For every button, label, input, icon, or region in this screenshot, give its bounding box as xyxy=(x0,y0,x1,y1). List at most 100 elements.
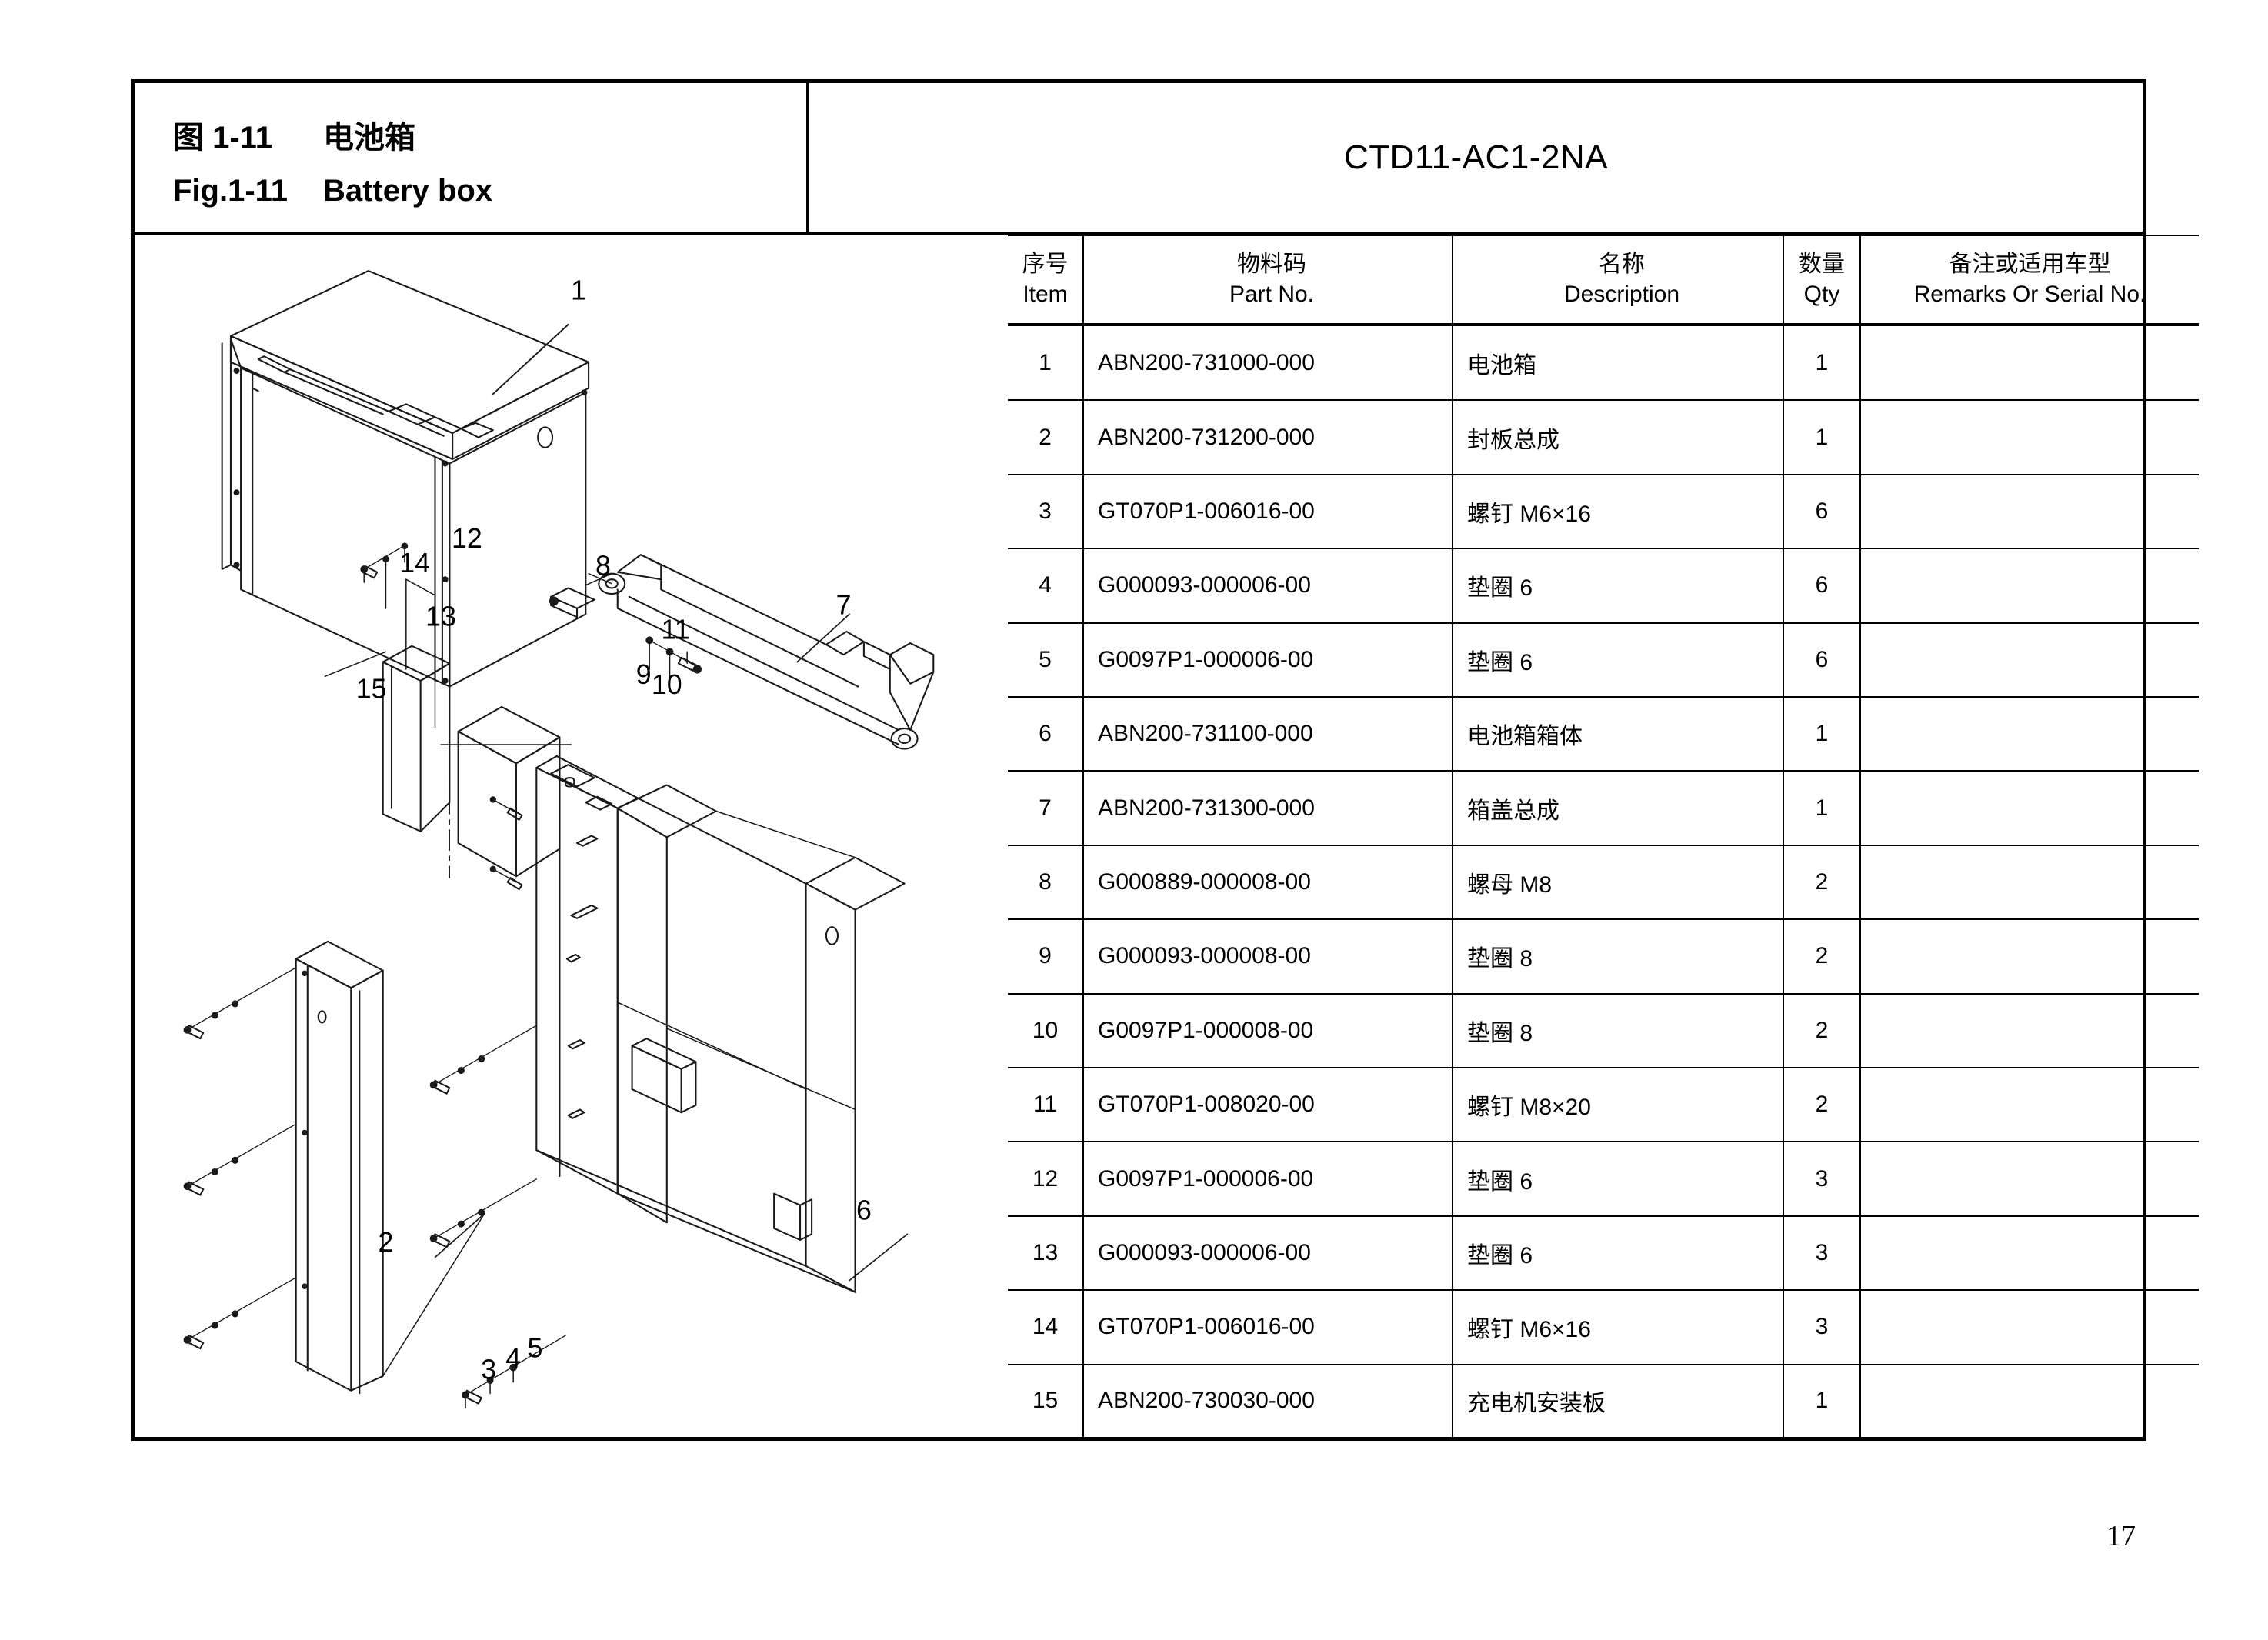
cell-qty: 6 xyxy=(1783,622,1861,698)
cover-fastener-sets xyxy=(183,967,566,1409)
column-header-remarks-en: Remarks Or Serial No. xyxy=(1913,281,2146,307)
battery-box-body xyxy=(535,755,909,1293)
cell-remarks xyxy=(1859,473,2199,550)
cell-item: 3 xyxy=(1008,473,1084,550)
cell-part-no: GT070P1-008020-00 xyxy=(1082,1066,1453,1143)
callout-number-8: 8 xyxy=(595,551,611,582)
hinge-hardware-group xyxy=(645,636,702,685)
callout-number-12: 12 xyxy=(452,523,482,554)
cell-item: 5 xyxy=(1008,622,1084,698)
callout-number-1: 1 xyxy=(571,275,586,306)
cell-description: 螺母 M8 xyxy=(1452,844,1784,921)
charger-mounting-plate-group xyxy=(324,542,451,832)
cell-part-no: G0097P1-000008-00 xyxy=(1082,992,1453,1069)
cell-remarks xyxy=(1859,1289,2199,1365)
cell-description: 螺钉 M6×16 xyxy=(1452,1289,1784,1365)
cell-part-no: G000093-000006-00 xyxy=(1082,548,1453,624)
charger-unit xyxy=(440,705,572,891)
cell-qty: 2 xyxy=(1783,918,1861,995)
cell-part-no: ABN200-731100-000 xyxy=(1082,696,1453,772)
cell-item: 8 xyxy=(1008,844,1084,921)
cell-description: 封板总成 xyxy=(1452,399,1784,475)
cell-qty: 2 xyxy=(1783,844,1861,921)
callout-number-9: 9 xyxy=(636,659,652,690)
figure-title-chinese: 图 1-11 电池箱 xyxy=(173,112,806,157)
cell-description: 充电机安装板 xyxy=(1452,1363,1784,1437)
cell-qty: 2 xyxy=(1783,1066,1861,1143)
column-header-description-cn: 名称 xyxy=(1599,252,1645,278)
column-header-qty: 数量 Qty xyxy=(1783,235,1861,326)
cell-qty: 1 xyxy=(1783,399,1861,475)
callout-number-13: 13 xyxy=(425,601,456,632)
column-header-remarks: 备注或适用车型 Remarks Or Serial No. xyxy=(1859,235,2199,326)
front-cover-plate xyxy=(295,940,485,1395)
callout-number-10: 10 xyxy=(652,669,682,700)
column-header-part-no-cn: 物料码 xyxy=(1237,252,1306,278)
figure-number-cn: 图 1-11 xyxy=(173,121,272,155)
cell-item: 7 xyxy=(1008,770,1084,846)
cell-remarks xyxy=(1859,1215,2199,1292)
cell-qty: 1 xyxy=(1783,325,1861,402)
cell-remarks xyxy=(1859,696,2199,772)
cell-part-no: ABN200-730030-000 xyxy=(1082,1363,1453,1437)
cell-description: 垫圈 6 xyxy=(1452,1141,1784,1217)
cell-item: 15 xyxy=(1008,1363,1084,1437)
cell-qty: 1 xyxy=(1783,696,1861,772)
cell-remarks xyxy=(1859,399,2199,475)
figure-title-english: Fig.1-11 Battery box xyxy=(173,174,806,208)
column-header-item-cn: 序号 xyxy=(1022,252,1069,278)
cell-item: 11 xyxy=(1008,1066,1084,1143)
cell-remarks xyxy=(1859,548,2199,624)
cell-description: 电池箱箱体 xyxy=(1452,696,1784,772)
model-number: CTD11-AC1-2NA xyxy=(1343,138,1609,176)
cell-part-no: GT070P1-006016-00 xyxy=(1082,473,1453,550)
parts-table-header-row: 序号 Item 物料码 Part No. 名称 xyxy=(1008,235,2199,326)
sheet-header: 图 1-11 电池箱 Fig.1-11 Battery box CTD11-AC… xyxy=(135,83,2143,235)
cell-remarks xyxy=(1859,1066,2199,1143)
cell-qty: 2 xyxy=(1783,992,1861,1069)
figure-number-en: Fig.1-11 xyxy=(173,174,288,208)
callout-number-2: 2 xyxy=(379,1227,394,1258)
cell-item: 12 xyxy=(1008,1141,1084,1217)
cell-item: 14 xyxy=(1008,1289,1084,1365)
cell-description: 垫圈 6 xyxy=(1452,548,1784,624)
callout-number-11: 11 xyxy=(662,614,690,645)
cell-part-no: G000093-000008-00 xyxy=(1082,918,1453,995)
cell-qty: 3 xyxy=(1783,1215,1861,1292)
cell-item: 2 xyxy=(1008,399,1084,475)
cell-qty: 3 xyxy=(1783,1141,1861,1217)
cell-qty: 6 xyxy=(1783,473,1861,550)
cell-qty: 6 xyxy=(1783,548,1861,624)
cell-remarks xyxy=(1859,844,2199,921)
cell-part-no: G000889-000008-00 xyxy=(1082,844,1453,921)
cell-description: 垫圈 6 xyxy=(1452,1215,1784,1292)
cell-part-no: G0097P1-000006-00 xyxy=(1082,622,1453,698)
callout-number-4: 4 xyxy=(505,1343,521,1374)
cell-description: 螺钉 M6×16 xyxy=(1452,473,1784,550)
callout-number-3: 3 xyxy=(481,1355,496,1385)
page-number: 17 xyxy=(2106,1520,2136,1552)
figure-label-en: Battery box xyxy=(323,174,493,208)
column-header-part-no: 物料码 Part No. xyxy=(1082,235,1453,326)
cell-part-no: ABN200-731000-000 xyxy=(1082,325,1453,402)
